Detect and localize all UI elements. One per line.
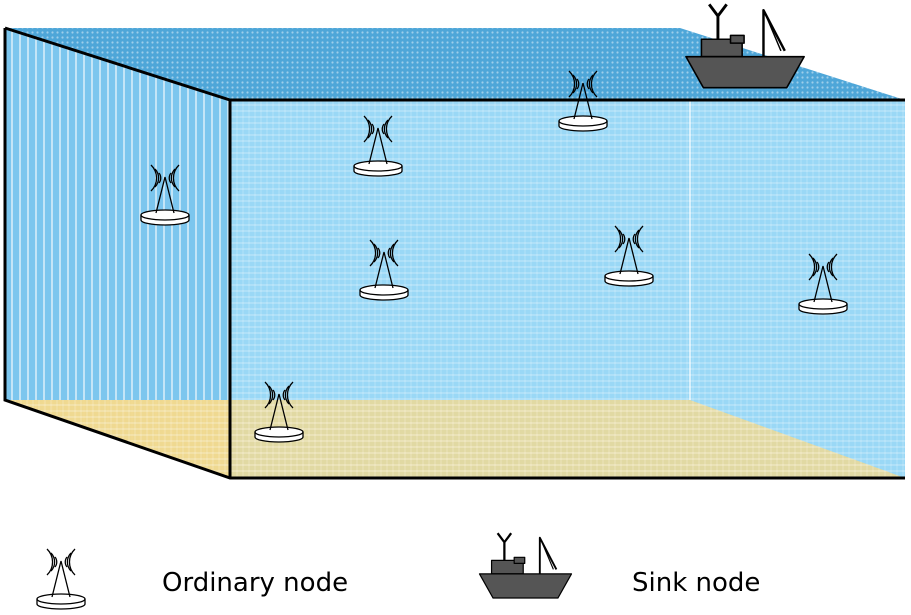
legend-sink-node-icon: [478, 531, 573, 600]
water-volume: [3, 26, 905, 480]
legend-sink-label: Sink node: [632, 568, 760, 598]
legend-ordinary-label: Ordinary node: [162, 568, 348, 598]
legend-ordinary-node-icon: [36, 548, 86, 610]
sink-node-ship-icon: [684, 2, 806, 90]
legend: Ordinary node Sink node: [36, 531, 760, 610]
